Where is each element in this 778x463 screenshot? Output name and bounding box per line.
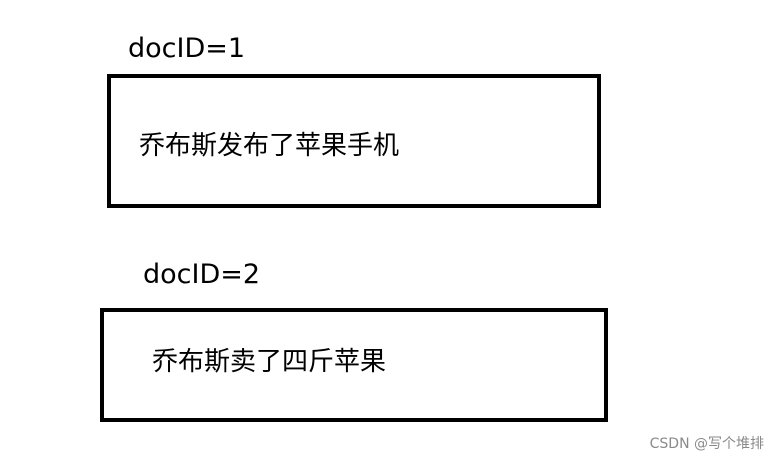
doc-id-label-1: docID=1 <box>128 33 246 64</box>
document-content-1: 乔布斯发布了苹果手机 <box>139 131 400 161</box>
csdn-watermark: CSDN @写个堆排 <box>649 436 764 452</box>
doc-id-label-2: docID=2 <box>143 259 261 290</box>
document-box-1: 乔布斯发布了苹果手机 <box>107 74 601 208</box>
document-content-2: 乔布斯卖了四斤苹果 <box>152 347 387 377</box>
document-box-2: 乔布斯卖了四斤苹果 <box>100 308 608 422</box>
